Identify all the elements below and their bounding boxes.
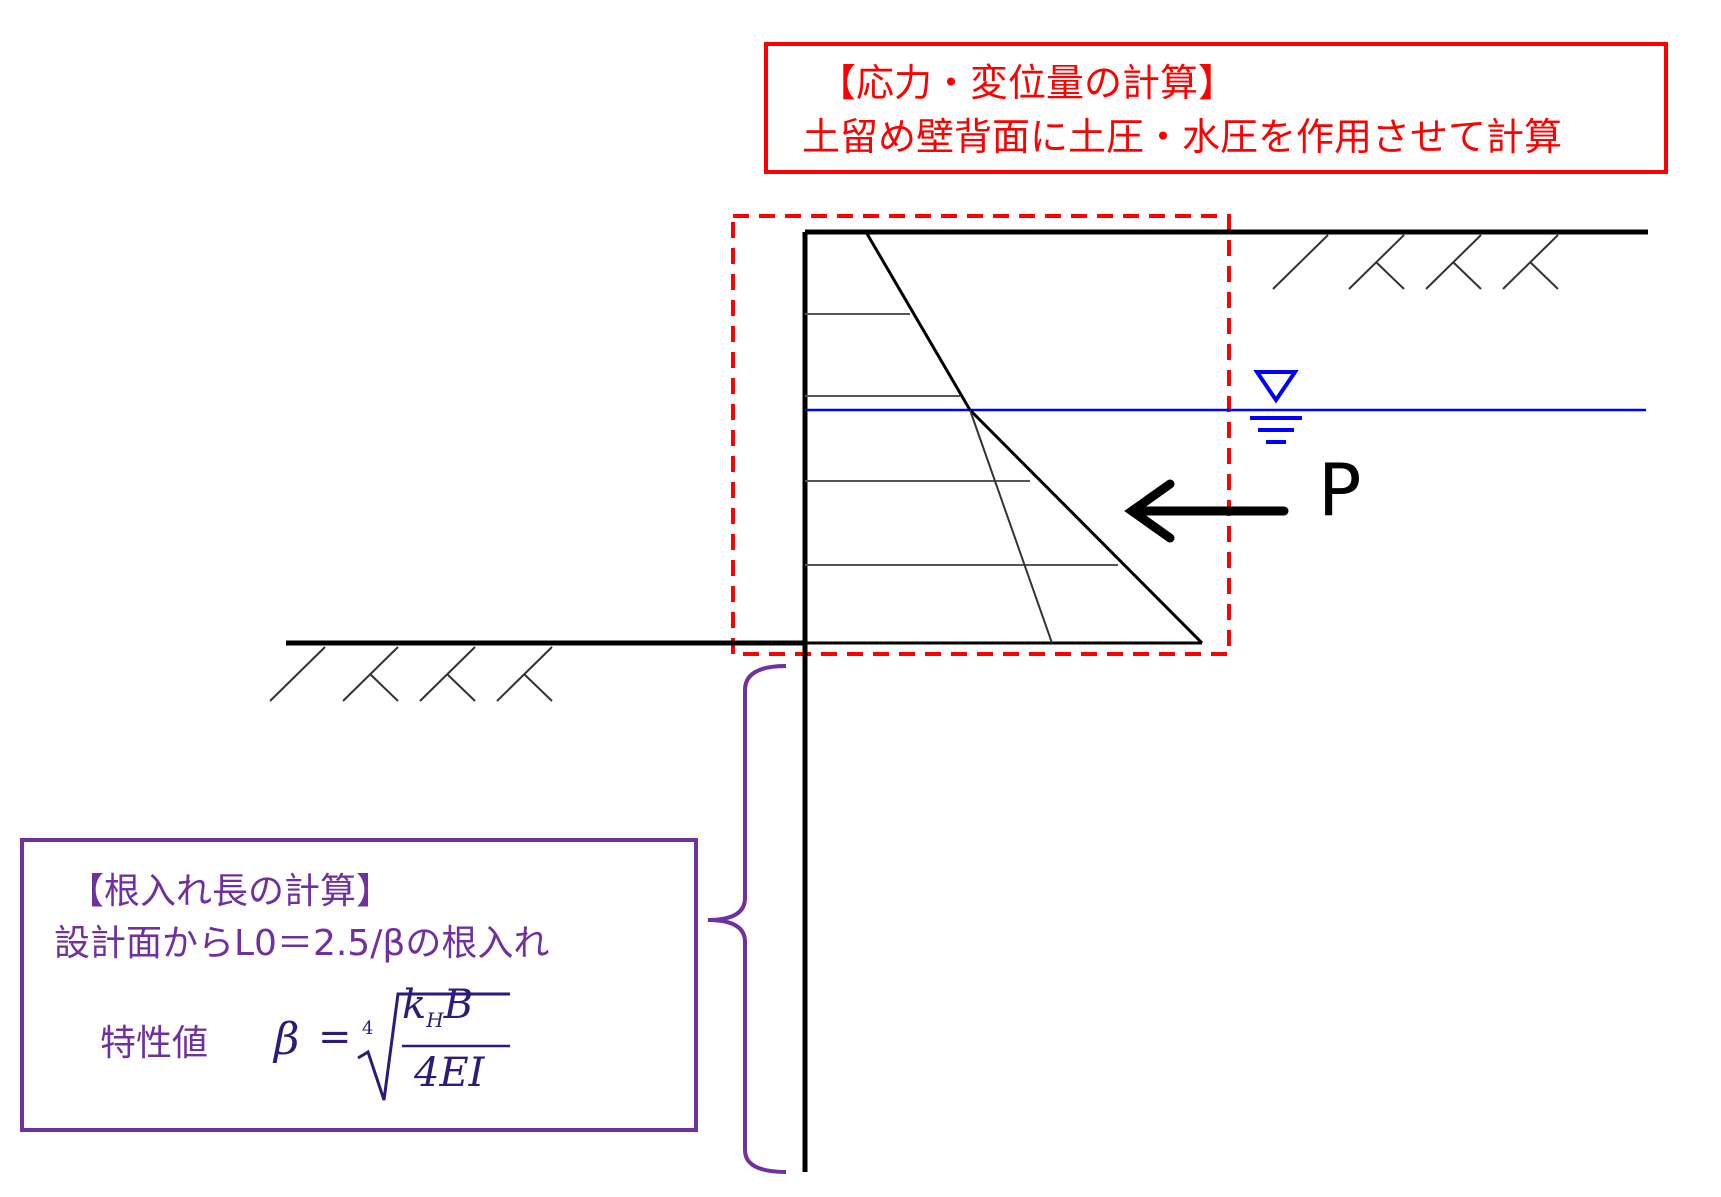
formula-k-subscript: H xyxy=(426,1008,444,1032)
pressure-region-dashed-box xyxy=(731,214,1231,656)
formula-k: k xyxy=(402,982,427,1028)
water-level-triangle-icon xyxy=(1250,370,1302,444)
embedment-calculation-box: 【根入れ長の計算】 設計面からL0＝2.5/βの根入れ 特性値 β = 4 kH… xyxy=(20,838,698,1132)
ground-hatch-icon xyxy=(1272,234,1559,290)
embed-box-description: 設計面からL0＝2.5/βの根入れ xyxy=(54,923,550,964)
stress-calculation-box: 【応力・変位量の計算】 土留め壁背面に土圧・水圧を作用させて計算 xyxy=(764,42,1668,174)
formula-denominator: 4EI xyxy=(414,1050,485,1096)
radical-sign-icon xyxy=(357,992,510,1101)
ground-hatch-icon xyxy=(269,646,553,702)
load-arrow-icon xyxy=(1124,479,1289,543)
formula-b: B xyxy=(443,982,474,1028)
curly-brace-icon xyxy=(707,664,787,1174)
stress-box-title: 【応力・変位量の計算】 xyxy=(818,61,1237,105)
stress-box-description: 土留め壁背面に土圧・水圧を作用させて計算 xyxy=(802,115,1563,159)
earth-pressure-line xyxy=(864,231,1204,645)
beta-formula: β = 4 kHB 4EI xyxy=(274,980,514,1110)
formula-beta: β xyxy=(274,1014,300,1065)
formula-numerator: kHB xyxy=(402,982,473,1032)
effective-earth-pressure-line xyxy=(969,409,1053,644)
pressure-diagram-hatch-lines xyxy=(805,313,1202,645)
formula-root-index: 4 xyxy=(362,1018,374,1039)
characteristic-label: 特性値 xyxy=(100,1023,209,1064)
embed-box-title: 【根入れ長の計算】 xyxy=(68,871,393,912)
load-label: P xyxy=(1318,448,1362,532)
formula-equals: = xyxy=(318,1014,352,1060)
